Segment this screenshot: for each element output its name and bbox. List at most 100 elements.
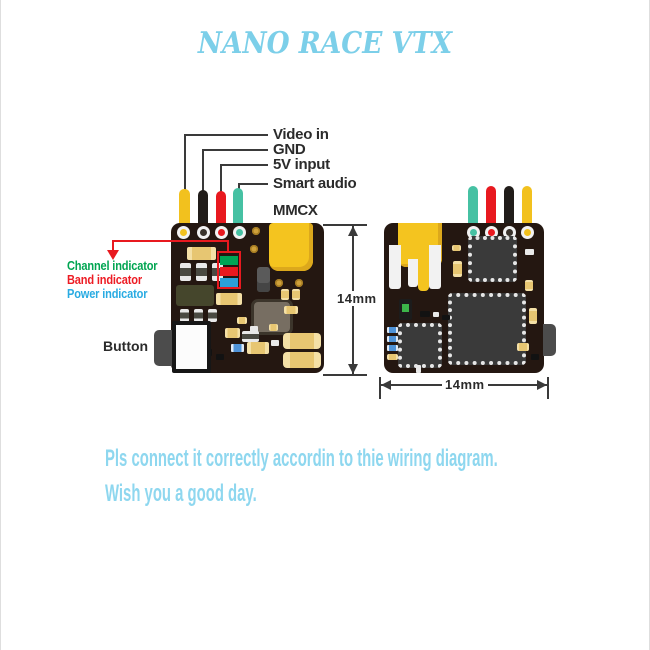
pcb-component bbox=[269, 324, 278, 331]
pcb-component bbox=[216, 293, 242, 305]
connector-label-mmcx: MMCX bbox=[273, 202, 318, 219]
pcb-component bbox=[525, 280, 533, 291]
pcb-component bbox=[180, 263, 191, 281]
callout-line-gnd bbox=[202, 149, 268, 151]
pcb-chip bbox=[176, 285, 214, 306]
callout-line-video-in bbox=[184, 134, 186, 190]
pcb-via bbox=[295, 279, 303, 287]
footer-note-line2: Wish you a good day. bbox=[105, 480, 257, 507]
pcb-component bbox=[420, 311, 430, 317]
pcb-component bbox=[242, 331, 259, 342]
pcb-component bbox=[281, 289, 289, 300]
front-board bbox=[171, 223, 324, 373]
pcb-component bbox=[257, 267, 270, 292]
back-wire-teal bbox=[468, 186, 478, 233]
pcb-component bbox=[433, 312, 439, 317]
callout-line-smart-audio bbox=[238, 183, 268, 185]
pcb-component bbox=[453, 261, 462, 277]
height-dimension-label: 14mm bbox=[334, 291, 380, 306]
pcb-via bbox=[250, 245, 258, 253]
solder-pad bbox=[503, 226, 516, 239]
pcb-component bbox=[529, 308, 537, 324]
mmcx-connector bbox=[269, 223, 313, 271]
back-wire-black bbox=[504, 186, 514, 233]
dimension-extension-line bbox=[323, 224, 367, 226]
pcb-chip-qfn bbox=[398, 323, 442, 368]
dimension-extension-line bbox=[547, 377, 549, 399]
button bbox=[172, 321, 211, 373]
band-indicator-led bbox=[220, 267, 238, 276]
pcb-component bbox=[196, 263, 207, 281]
pcb-component bbox=[517, 343, 529, 351]
pcb-component bbox=[387, 345, 398, 351]
wire-label-gnd: GND bbox=[273, 141, 306, 158]
wire-label-5v-input: 5V input bbox=[273, 156, 330, 173]
pcb-component bbox=[416, 365, 421, 373]
led-highlight-box bbox=[217, 251, 241, 289]
arrow-down-icon bbox=[348, 364, 358, 374]
pcb-component bbox=[452, 245, 461, 251]
mmcx-leg bbox=[429, 245, 441, 289]
channel-indicator-led bbox=[220, 256, 238, 265]
pcb-component bbox=[250, 326, 258, 332]
pcb-capacitor bbox=[283, 352, 321, 368]
page-title: NANO RACE VTX bbox=[197, 26, 453, 61]
pcb-capacitor bbox=[283, 333, 321, 349]
solder-pad bbox=[215, 226, 228, 239]
solder-pad bbox=[521, 226, 534, 239]
button-tab bbox=[154, 330, 174, 366]
front-wire-teal-smartaudio bbox=[233, 188, 243, 238]
footer-note-line1: Pls connect it correctly accordin to thi… bbox=[105, 445, 498, 472]
solder-pad bbox=[467, 226, 480, 239]
indicator-callout-line bbox=[112, 240, 229, 242]
status-led-back-lens bbox=[402, 304, 409, 312]
power-indicator-led bbox=[220, 278, 238, 287]
pcb-component bbox=[247, 342, 269, 354]
dimension-extension-line bbox=[379, 377, 381, 399]
back-wire-red bbox=[486, 186, 496, 233]
pcb-component bbox=[525, 249, 534, 255]
back-board bbox=[384, 223, 544, 373]
pcb-component bbox=[442, 315, 450, 320]
pcb-component bbox=[292, 289, 300, 300]
button-label: Button bbox=[103, 338, 149, 354]
arrow-left-icon bbox=[381, 380, 391, 390]
arrow-right-icon bbox=[537, 380, 547, 390]
channel-indicator-label: Channel indicator bbox=[67, 258, 158, 273]
front-wire-yellow-video bbox=[179, 189, 190, 238]
pcb-component bbox=[194, 309, 203, 322]
front-wire-red-5v bbox=[216, 191, 226, 238]
pcb-component bbox=[180, 309, 189, 322]
callout-line-video-in bbox=[184, 134, 268, 136]
pcb-component bbox=[187, 247, 216, 260]
callout-line-5v bbox=[220, 164, 268, 166]
front-wire-black-gnd bbox=[198, 190, 208, 238]
band-indicator-label: Band indicator bbox=[67, 272, 142, 287]
solder-pad bbox=[485, 226, 498, 239]
callout-line-5v bbox=[220, 164, 222, 192]
pcb-via bbox=[252, 227, 260, 235]
mmcx-pin bbox=[418, 245, 429, 291]
pcb-component bbox=[216, 354, 224, 360]
mmcx-leg bbox=[389, 245, 401, 289]
red-arrow-down-icon bbox=[107, 250, 119, 260]
callout-line-gnd bbox=[202, 149, 204, 191]
back-wire-yellow bbox=[522, 186, 532, 233]
arrow-up-icon bbox=[348, 226, 358, 236]
dimension-extension-line bbox=[323, 374, 367, 376]
pcb-chip-qfn bbox=[468, 236, 517, 282]
wire-label-video-in: Video in bbox=[273, 126, 329, 143]
pcb-via bbox=[275, 279, 283, 287]
pcb-component bbox=[208, 309, 217, 322]
solder-pad bbox=[197, 226, 210, 239]
width-dimension-label: 14mm bbox=[442, 377, 488, 392]
indicator-callout-line bbox=[227, 241, 229, 252]
button-tab-back bbox=[543, 324, 556, 356]
mmcx-leg bbox=[408, 259, 418, 287]
pcb-component bbox=[231, 344, 244, 352]
wire-label-smart-audio: Smart audio bbox=[273, 175, 357, 192]
indicator-callout-line bbox=[112, 241, 114, 250]
pcb-component bbox=[387, 327, 398, 333]
pcb-component bbox=[225, 328, 240, 338]
